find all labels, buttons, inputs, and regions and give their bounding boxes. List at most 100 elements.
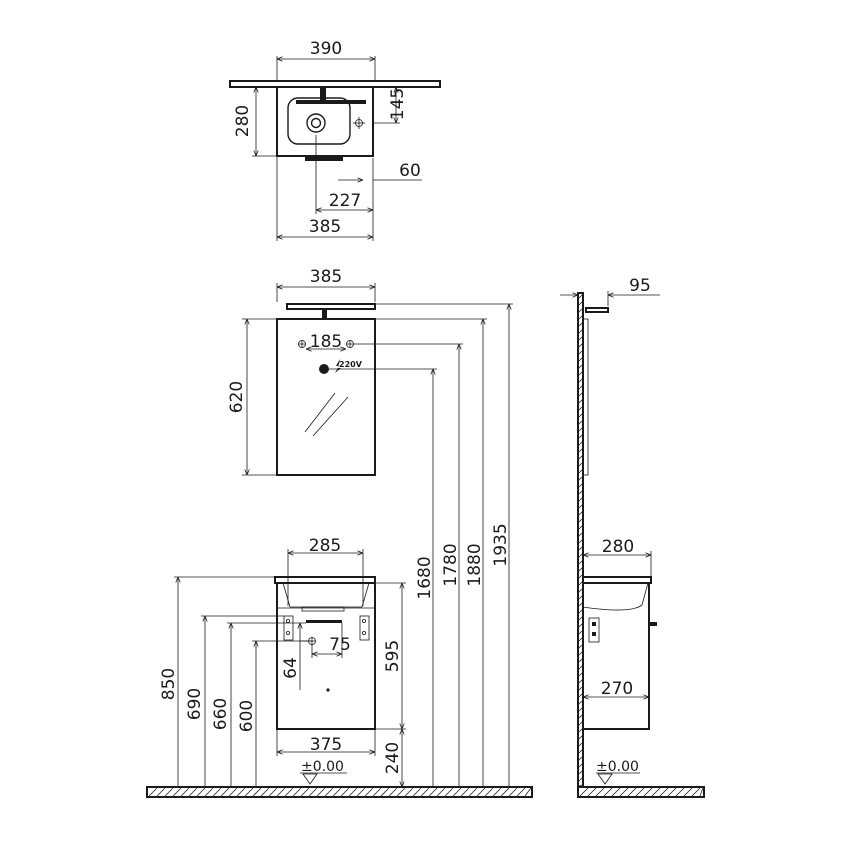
- hatch-line: [578, 665, 583, 670]
- hatch-line: [699, 787, 704, 797]
- hatch-line: [348, 787, 358, 797]
- hatch-line: [643, 787, 653, 797]
- hatch-line: [578, 413, 583, 418]
- hatch-line: [578, 511, 583, 516]
- side-mirror: [582, 307, 609, 476]
- front-view: 285 850 690 660 600 64 75 595 375: [146, 536, 533, 798]
- hatch-line: [578, 581, 583, 586]
- hatch-line: [578, 616, 583, 621]
- hatch-line: [578, 609, 583, 614]
- hatch-line: [578, 329, 583, 334]
- hatch-line: [611, 787, 621, 797]
- hatch-line: [332, 787, 342, 797]
- side-cabinet: [582, 582, 657, 730]
- fixing-height-label: 1780: [441, 543, 461, 586]
- power-socket-label: 220V: [339, 360, 363, 369]
- hatch-line: [578, 644, 583, 649]
- hatch-line: [578, 315, 583, 320]
- front-cabinet: [276, 582, 376, 730]
- hatch-line: [316, 787, 326, 797]
- hatch-line: [578, 336, 583, 341]
- hatch-line: [516, 787, 526, 797]
- top-height-label: 850: [159, 668, 179, 700]
- hatch-line: [204, 787, 214, 797]
- hatch-line: [492, 787, 502, 797]
- hatch-line: [659, 787, 669, 797]
- front-bracket-left: [283, 615, 294, 641]
- hatch-line: [587, 787, 597, 797]
- hatch-line: [578, 343, 583, 348]
- hatch-line: [578, 448, 583, 453]
- side-cabinet-depth-label: 270: [601, 679, 633, 699]
- hatch-line: [308, 787, 318, 797]
- front-bracket-right: [359, 615, 370, 641]
- hatch-line: [595, 787, 605, 797]
- hatch-line: [252, 787, 262, 797]
- hatch-line: [667, 787, 677, 797]
- side-view: 95 280 270 ±0.00: [560, 276, 705, 798]
- hatch-line: [578, 525, 583, 530]
- hatch-line: [578, 735, 583, 740]
- hatch-line: [578, 777, 583, 782]
- hatch-line: [148, 787, 158, 797]
- hatch-line: [444, 787, 454, 797]
- hatch-line: [436, 787, 446, 797]
- mirror-top-height-label: 1880: [465, 543, 485, 586]
- hatch-line: [268, 787, 278, 797]
- hatch-line: [578, 567, 583, 572]
- hatch-line: [578, 490, 583, 495]
- hatch-line: [683, 787, 693, 797]
- hatch-line: [578, 350, 583, 355]
- hatch-line: [578, 385, 583, 390]
- hatch-line: [578, 553, 583, 558]
- hatch-line: [188, 787, 198, 797]
- hatch-line: [578, 686, 583, 691]
- cabinet-height-label: 595: [383, 640, 403, 672]
- hatch-line: [164, 787, 174, 797]
- hatch-line: [578, 371, 583, 376]
- hatch-line: [619, 787, 629, 797]
- hatch-line: [244, 787, 254, 797]
- hatch-line: [578, 728, 583, 733]
- hatch-line: [578, 364, 583, 369]
- plan-waste-from-side-label: 227: [329, 191, 361, 211]
- hatch-line: [260, 787, 270, 797]
- hatch-line: [578, 504, 583, 509]
- power-socket-icon: [319, 359, 341, 374]
- socket-height-label: 1680: [415, 556, 435, 599]
- hatch-line: [196, 787, 206, 797]
- plan-tap-offset-label: 145: [388, 88, 408, 120]
- mirror-fixing-spacing-label: 185: [310, 332, 342, 352]
- hatch-line: [578, 483, 583, 488]
- mirror-view: 185 220V 385 620 1680 1780 1880 1935: [227, 267, 513, 787]
- hatch-line: [578, 539, 583, 544]
- hatch-line: [578, 658, 583, 663]
- hatch-line: [156, 787, 166, 797]
- hatch-line: [578, 406, 583, 411]
- hatch-line: [578, 595, 583, 600]
- hatch-line: [635, 787, 645, 797]
- hatch-line: [578, 770, 583, 775]
- hatch-line: [578, 427, 583, 432]
- hatch-line: [578, 532, 583, 537]
- hatch-line: [578, 469, 583, 474]
- side-floor: [577, 786, 705, 798]
- hatch-line: [578, 546, 583, 551]
- hatch-line: [460, 787, 470, 797]
- hatch-line: [578, 763, 583, 768]
- hatch-line: [578, 420, 583, 425]
- hatch-line: [508, 787, 518, 797]
- hatch-line: [578, 560, 583, 565]
- mirror-width-label: 385: [310, 267, 342, 287]
- hatch-line: [578, 630, 583, 635]
- hatch-line: [578, 637, 583, 642]
- hatch-line: [340, 787, 350, 797]
- hatch-line: [578, 672, 583, 677]
- hatch-line: [404, 787, 414, 797]
- plan-depth-label: 280: [233, 105, 253, 137]
- hatch-line: [578, 707, 583, 712]
- bracket-height-label: 690: [185, 688, 205, 720]
- hatch-line: [578, 434, 583, 439]
- hatch-line: [578, 623, 583, 628]
- hatch-line: [356, 787, 366, 797]
